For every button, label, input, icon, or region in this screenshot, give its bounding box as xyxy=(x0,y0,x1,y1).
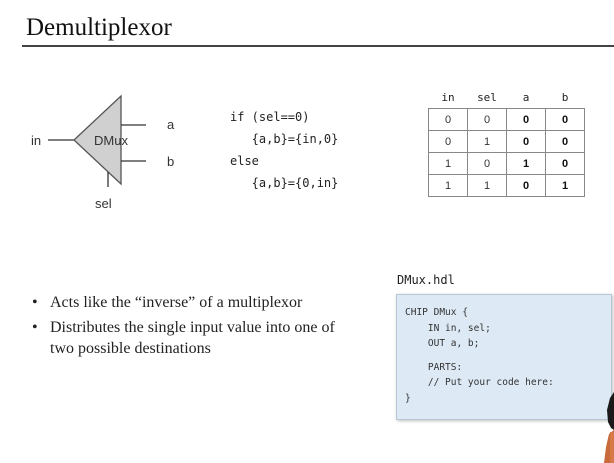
header-in: in xyxy=(441,90,455,104)
hdl-filename: DMux.hdl xyxy=(397,273,455,287)
header-sel: sel xyxy=(477,90,497,104)
hdl-code-line xyxy=(405,352,603,360)
bullet-list: • Acts like the “inverse” of a multiplexo… xyxy=(30,292,350,363)
cell-a: 0 xyxy=(506,108,546,131)
cell-sel: 1 xyxy=(467,174,507,197)
bullet-text: Acts like the “inverse” of a multiplexor xyxy=(50,294,303,311)
output-b-label: b xyxy=(167,154,174,169)
select-label: sel xyxy=(95,196,112,211)
hdl-code-line: PARTS: xyxy=(405,361,463,373)
cell-a: 0 xyxy=(506,174,546,197)
header-b: b xyxy=(561,90,569,104)
cell-sel: 0 xyxy=(467,108,507,131)
table-row: 0 1 0 0 xyxy=(428,130,585,153)
cell-b: 0 xyxy=(545,152,585,175)
code-line: {a,b}={0,in} xyxy=(230,176,339,190)
cell-a: 1 xyxy=(506,152,546,175)
cell-sel: 1 xyxy=(467,130,507,153)
hdl-code-line: } xyxy=(405,392,411,404)
bullet-dot-icon: • xyxy=(32,294,38,311)
cell-b: 1 xyxy=(545,174,585,197)
cell-a: 0 xyxy=(506,130,546,153)
cell-in: 1 xyxy=(428,152,468,175)
hdl-code-line: OUT a, b; xyxy=(405,338,480,349)
cell-b: 0 xyxy=(545,130,585,153)
code-line: if (sel==0) xyxy=(230,110,310,124)
truth-table-header: in sel a b xyxy=(429,86,585,109)
bullet-item: • Distributes the single input value into… xyxy=(30,317,350,359)
presenter-silhouette xyxy=(604,392,614,463)
slide-title: Demultiplexor xyxy=(26,14,172,41)
header-a: a xyxy=(522,90,530,104)
hdl-code-line: CHIP DMux { xyxy=(405,307,468,318)
truth-table: in sel a b 0 0 0 0 0 1 0 0 1 0 1 0 1 1 0… xyxy=(428,86,585,197)
cell-b: 0 xyxy=(545,108,585,131)
dmux-diagram: in DMux a b sel xyxy=(31,94,175,211)
code-line: {a,b}={in,0} xyxy=(230,132,339,146)
output-a-label: a xyxy=(167,117,175,132)
cell-in: 1 xyxy=(428,174,468,197)
cell-in: 0 xyxy=(428,108,468,131)
title-divider xyxy=(22,45,614,47)
cell-sel: 0 xyxy=(467,152,507,175)
bullet-item: • Acts like the “inverse” of a multiplexo… xyxy=(30,292,350,313)
bullet-dot-icon: • xyxy=(32,319,38,336)
table-row: 1 1 0 1 xyxy=(428,174,585,197)
cell-in: 0 xyxy=(428,130,468,153)
hdl-code-line: // Put your code here: xyxy=(405,377,554,388)
pseudo-code: if (sel==0) {a,b}={in,0} else {a,b}={0,in… xyxy=(230,106,338,194)
dmux-triangle xyxy=(73,94,122,186)
table-row: 0 0 0 0 xyxy=(428,108,585,131)
hdl-code-line: IN in, sel; xyxy=(405,322,491,334)
chip-label: DMux xyxy=(94,133,128,148)
input-label: in xyxy=(31,133,41,148)
table-row: 1 0 1 0 xyxy=(428,152,585,175)
hdl-code-box: CHIP DMux { IN in, sel; OUT a, b; PARTS:… xyxy=(396,294,612,420)
bullet-text: Distributes the single input value into … xyxy=(50,319,335,357)
code-line: else xyxy=(230,154,259,168)
